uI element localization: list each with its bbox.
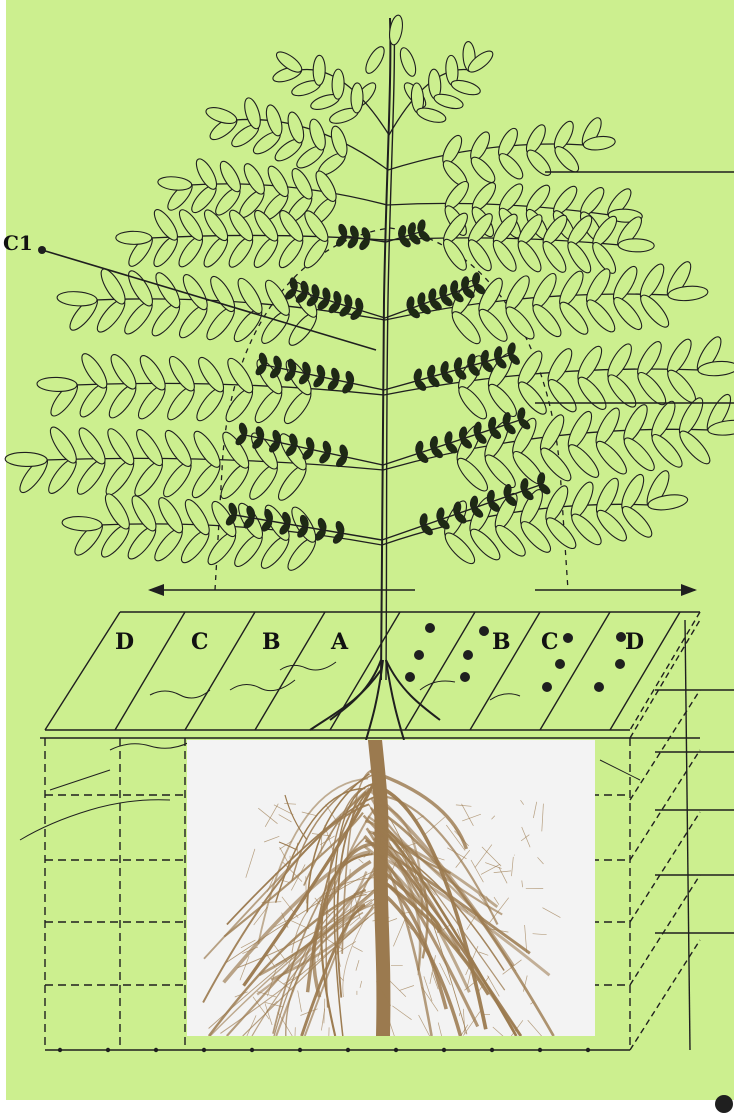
leaf: [351, 83, 364, 113]
sampling-point: [425, 623, 435, 633]
depth-tick: [538, 1048, 542, 1052]
leaf: [332, 69, 345, 99]
depth-tick: [250, 1048, 254, 1052]
frame-border-bottom: [0, 1100, 734, 1114]
leaf: [618, 238, 654, 252]
sampling-point: [463, 650, 473, 660]
depth-tick: [586, 1048, 590, 1052]
depth-tick: [298, 1048, 302, 1052]
sampling-point: [479, 626, 489, 636]
depth-tick: [394, 1048, 398, 1052]
c1-dot: [38, 246, 46, 254]
sampling-point: [594, 682, 604, 692]
zone-label-right-b: B: [492, 629, 511, 655]
sampling-point: [615, 659, 625, 669]
frame-border-left: [0, 0, 6, 1114]
sampling-point: [414, 650, 424, 660]
corner-dot: [715, 1095, 733, 1113]
zone-label-left-a: A: [330, 629, 349, 655]
point-label-c1: C1: [3, 231, 33, 255]
zone-label-right-c: C: [541, 629, 559, 655]
zone-label-left-c: C: [191, 629, 209, 655]
root-system-illustration: [187, 740, 595, 1036]
sampling-point: [405, 672, 415, 682]
depth-tick: [490, 1048, 494, 1052]
depth-tick: [346, 1048, 350, 1052]
photo-fine-root: [306, 876, 307, 903]
sampling-point: [542, 682, 552, 692]
zone-label-right-d: D: [625, 629, 644, 655]
depth-tick: [154, 1048, 158, 1052]
sampling-point: [555, 659, 565, 669]
depth-tick: [202, 1048, 206, 1052]
zone-label-left-d: D: [115, 629, 134, 655]
sampling-point: [563, 633, 573, 643]
sampling-point: [460, 672, 470, 682]
root-system-photo: [187, 740, 595, 1036]
depth-tick: [58, 1048, 62, 1052]
zone-label-left-b: B: [262, 629, 281, 655]
depth-tick: [106, 1048, 110, 1052]
leaf: [313, 55, 326, 85]
photo-fine-root: [290, 856, 291, 864]
leaf: [116, 231, 152, 244]
depth-tick: [442, 1048, 446, 1052]
